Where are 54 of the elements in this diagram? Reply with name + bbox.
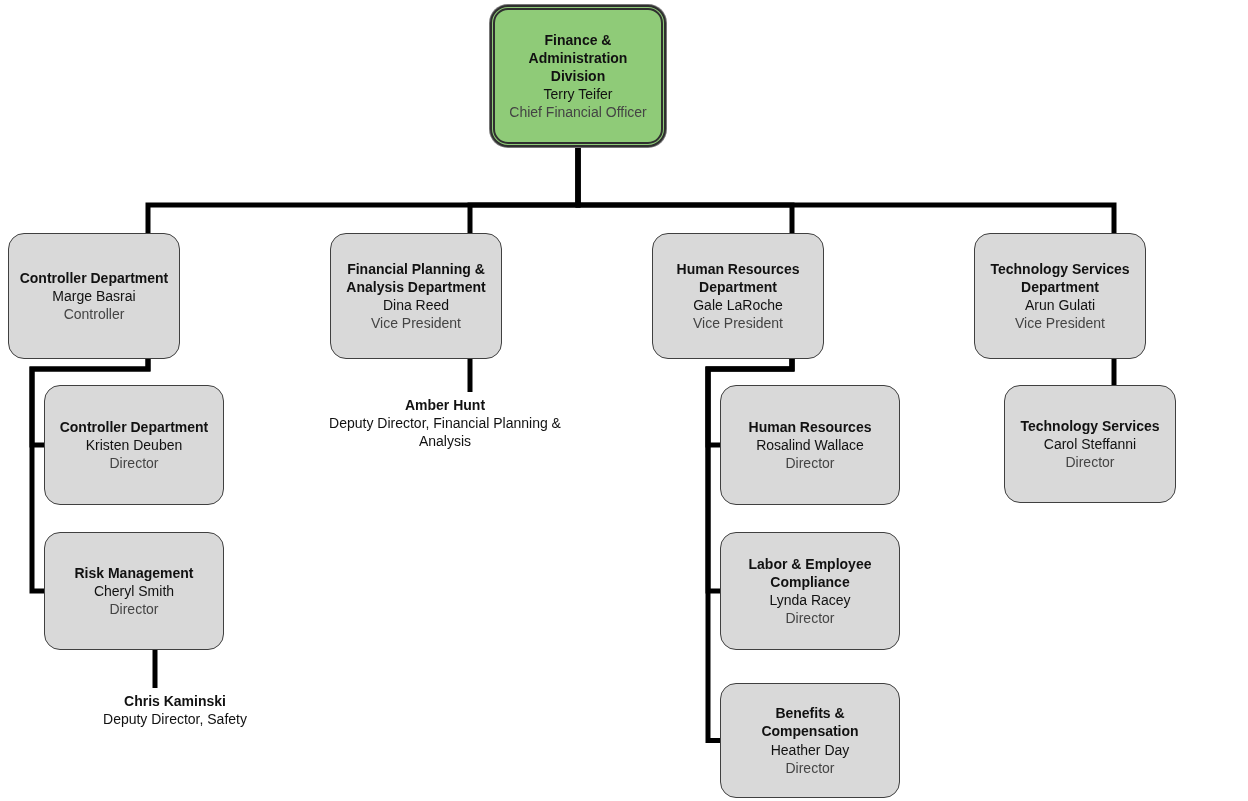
- department-name: Controller Department: [59, 417, 209, 436]
- job-title: Vice President: [371, 314, 461, 333]
- department-box: [44, 385, 224, 505]
- person-name: Kristen Deuben: [85, 435, 183, 455]
- person-name: Arun Gulati: [1024, 296, 1095, 315]
- person-name: Heather Day: [770, 740, 850, 759]
- job-title: Deputy Director, Financial Planning & Analysis: [328, 414, 562, 451]
- department-name: Benefits & Compensation: [760, 704, 860, 741]
- person-name: Rosalind Wallace: [756, 435, 864, 455]
- person-name: Carol Steffanni: [1043, 434, 1137, 454]
- department-box: [720, 683, 900, 798]
- department-name: Human Resources Department: [675, 259, 801, 296]
- person-name: Terry Teifer: [543, 85, 613, 104]
- person-name: Chris Kaminski: [124, 692, 226, 711]
- department-box: [8, 233, 180, 359]
- job-title: Director: [785, 609, 835, 628]
- person-name: Marge Basrai: [52, 286, 136, 306]
- department-box: [720, 532, 900, 650]
- department-name: Labor & Employee Compliance: [747, 554, 873, 591]
- person-name: Dina Reed: [382, 296, 450, 315]
- job-title: Director: [785, 454, 835, 473]
- person-name: Amber Hunt: [404, 396, 486, 415]
- department-box: [44, 532, 224, 650]
- department-name: Human Resources: [748, 417, 872, 436]
- department-box: [652, 233, 824, 359]
- job-title: Director: [109, 454, 159, 473]
- department-name: Technology Services: [1020, 416, 1160, 435]
- connector-line: [467, 359, 473, 392]
- division-box: [490, 5, 666, 147]
- person-name: Cheryl Smith: [93, 581, 175, 601]
- department-box: [720, 385, 900, 505]
- department-box: [974, 233, 1146, 359]
- department-name: Controller Department: [19, 268, 169, 287]
- job-title: Chief Financial Officer: [509, 103, 647, 122]
- department-name: Financial Planning & Analysis Department: [345, 259, 487, 296]
- job-title: Deputy Director, Safety: [103, 710, 247, 729]
- connector-line: [575, 147, 1117, 233]
- job-title: Vice President: [693, 314, 783, 333]
- job-title: Controller: [63, 305, 125, 324]
- job-title: Director: [109, 600, 159, 619]
- department-name: Risk Management: [74, 563, 194, 582]
- job-title: Director: [1065, 453, 1115, 472]
- department-box: [330, 233, 502, 359]
- division-name: Finance & Administration Division: [527, 30, 629, 86]
- job-title: Director: [785, 758, 835, 777]
- connector-line: [29, 359, 151, 594]
- department-box: [1004, 385, 1176, 503]
- person-name: Gale LaRoche: [693, 296, 783, 315]
- connector-line: [152, 650, 158, 688]
- job-title: Vice President: [1015, 314, 1105, 333]
- connector-line: [1111, 359, 1117, 385]
- connector-line: [705, 359, 795, 743]
- department-name: Technology Services Department: [989, 259, 1131, 296]
- person-name: Lynda Racey: [769, 591, 851, 610]
